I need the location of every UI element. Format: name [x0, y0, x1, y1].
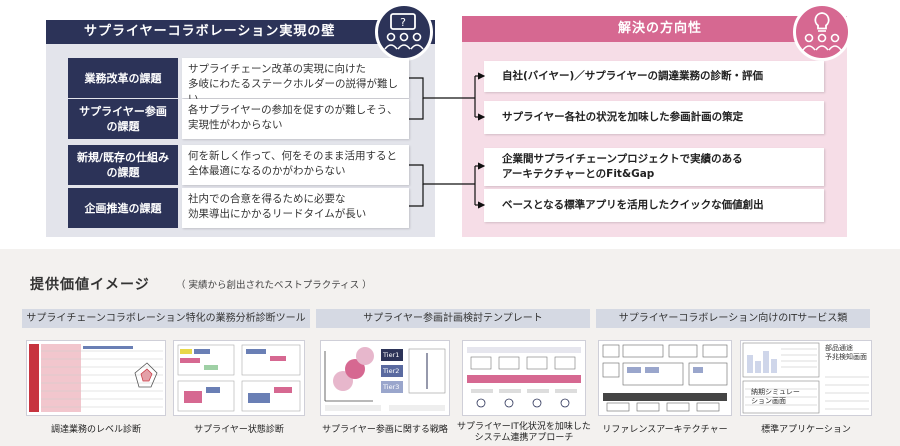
- direction-item: 自社(バイヤー)／サプライヤーの調達業務の診断・評価: [484, 61, 824, 92]
- wall-row-supplier: サプライヤー参画の課題 各サプライヤーの参加を促すのが難しそう、実現性がわからな…: [68, 99, 455, 139]
- reference-architecture-thumbnail: [598, 340, 732, 416]
- wall-desc: 社内での合意を得るために必要な効果導出にかかるリードタイムが長い: [182, 188, 409, 228]
- direction-item: ベースとなる標準アプリを活用したクイックな価値創出: [484, 189, 824, 222]
- level-diagnosis-thumbnail: [26, 340, 166, 416]
- supplier-status-thumbnail: [173, 340, 305, 416]
- category-it-services: サプライヤーコラボレーション向けのITサービス類: [596, 309, 870, 328]
- forecast-label: 予兆検知画面: [825, 353, 867, 361]
- standard-app-thumbnail: 部品通途 予兆検知画面 納期シミュレー ション画面: [740, 340, 872, 416]
- wall-tag: 新規/既存の仕組みの課題: [68, 145, 178, 185]
- tier2-label: Tier2: [383, 367, 400, 375]
- caption-supplier-status: サプライヤー状態診断: [194, 425, 284, 435]
- caption-system-approach-1: サプライヤーIT化状況を加味した: [457, 422, 591, 432]
- direction-header: 解決の方向性: [462, 16, 847, 42]
- category-template: サプライヤー参画計画検討テンプレート: [316, 309, 590, 328]
- tier3-label: Tier3: [383, 383, 400, 391]
- wall-desc: 何を新しく作って、何をそのまま活用すると全体最適になるのかがわからない: [182, 145, 409, 185]
- wall-desc: サプライチェーン改革の実現に向けた多岐にわたるステークホルダーの説得が難しい: [182, 58, 409, 105]
- tier1-label: Tier1: [383, 351, 400, 359]
- wall-row-system: 新規/既存の仕組みの課題 何を新しく作って、何をそのまま活用すると全体最適になる…: [68, 145, 455, 185]
- discussion-icon: ?: [375, 3, 433, 61]
- wall-row-planning: 企画推進の課題 社内での合意を得るために必要な効果導出にかかるリードタイムが長い: [68, 188, 455, 228]
- value-subtitle: （ 実績から創出されたベストプラクティス ）: [176, 280, 372, 291]
- caption-standard-app: 標準アプリケーション: [761, 425, 851, 435]
- caption-system-approach-2: システム連携アプローチ: [474, 433, 574, 443]
- value-title: 提供価値イメージ: [30, 277, 150, 293]
- wall-tag: 業務改革の課題: [68, 58, 178, 98]
- category-analysis-tool: サプライチェーンコラボレーション特化の業務分析診断ツール: [22, 309, 310, 328]
- direction-item: サプライヤー各社の状況を加味した参画計画の策定: [484, 101, 824, 134]
- wall-row-business: 業務改革の課題 サプライチェーン改革の実現に向けた多岐にわたるステークホルダーの…: [68, 58, 455, 105]
- delivery-label: 納期シミュレー: [751, 388, 800, 396]
- svg-text:?: ?: [400, 16, 406, 29]
- caption-level-diagnosis: 調達業務のレベル診断: [50, 425, 141, 435]
- caption-reference-architecture: リファレンスアーキテクチャー: [602, 425, 728, 435]
- delivery-label-2: ション画面: [751, 397, 786, 405]
- wall-desc: 各サプライヤーの参加を促すのが難しそう、実現性がわからない: [182, 99, 409, 139]
- direction-item: 企業間サプライチェーンプロジェクトで実績のあるアーキテクチャーとのFit&Gap: [484, 148, 824, 186]
- wall-tag: サプライヤー参画の課題: [68, 99, 178, 139]
- parts-label: 部品通途: [825, 344, 853, 352]
- walls-header: サプライヤーコラボレーション実現の壁: [46, 20, 435, 44]
- system-approach-thumbnail: [462, 340, 586, 416]
- strategy-thumbnail: Tier1 Tier2 Tier3: [320, 340, 450, 416]
- caption-strategy: サプライヤー参画に関する戦略: [322, 425, 448, 435]
- idea-people-icon: [793, 3, 851, 61]
- wall-tag: 企画推進の課題: [68, 188, 178, 228]
